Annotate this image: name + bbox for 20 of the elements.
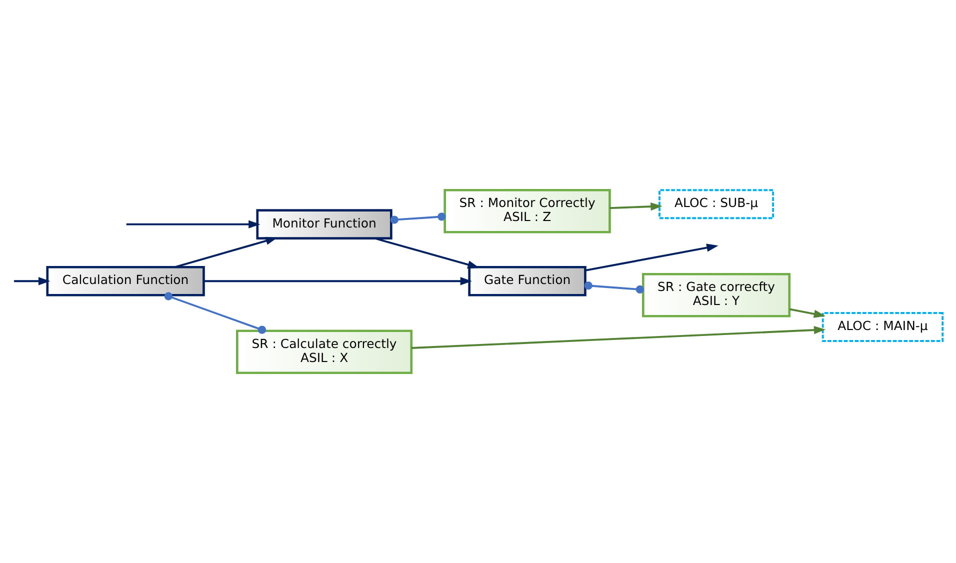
connector <box>584 282 644 294</box>
arrow <box>585 244 718 272</box>
arrow <box>204 277 472 286</box>
connector <box>164 292 266 334</box>
arrow <box>174 236 278 268</box>
node-box: Monitor Function <box>256 209 392 240</box>
arrow <box>411 326 826 349</box>
arrow <box>126 220 260 228</box>
node-box: SR : Calculate correctly ASIL : X <box>236 330 413 374</box>
node-box: SR : Gate correcfty ASIL : Y <box>642 272 791 318</box>
node-box: Gate Function <box>468 266 586 296</box>
arrow <box>610 202 662 211</box>
arrow <box>14 277 50 286</box>
connector <box>390 212 446 224</box>
arrow <box>789 308 826 318</box>
arrow <box>374 237 480 269</box>
node-box: ALOC : SUB-μ <box>658 189 774 220</box>
node-box: SR : Monitor Correctly ASIL : Z <box>444 188 611 234</box>
node-box: ALOC : MAIN-μ <box>822 312 944 342</box>
node-box: Calculation Function <box>46 266 205 296</box>
